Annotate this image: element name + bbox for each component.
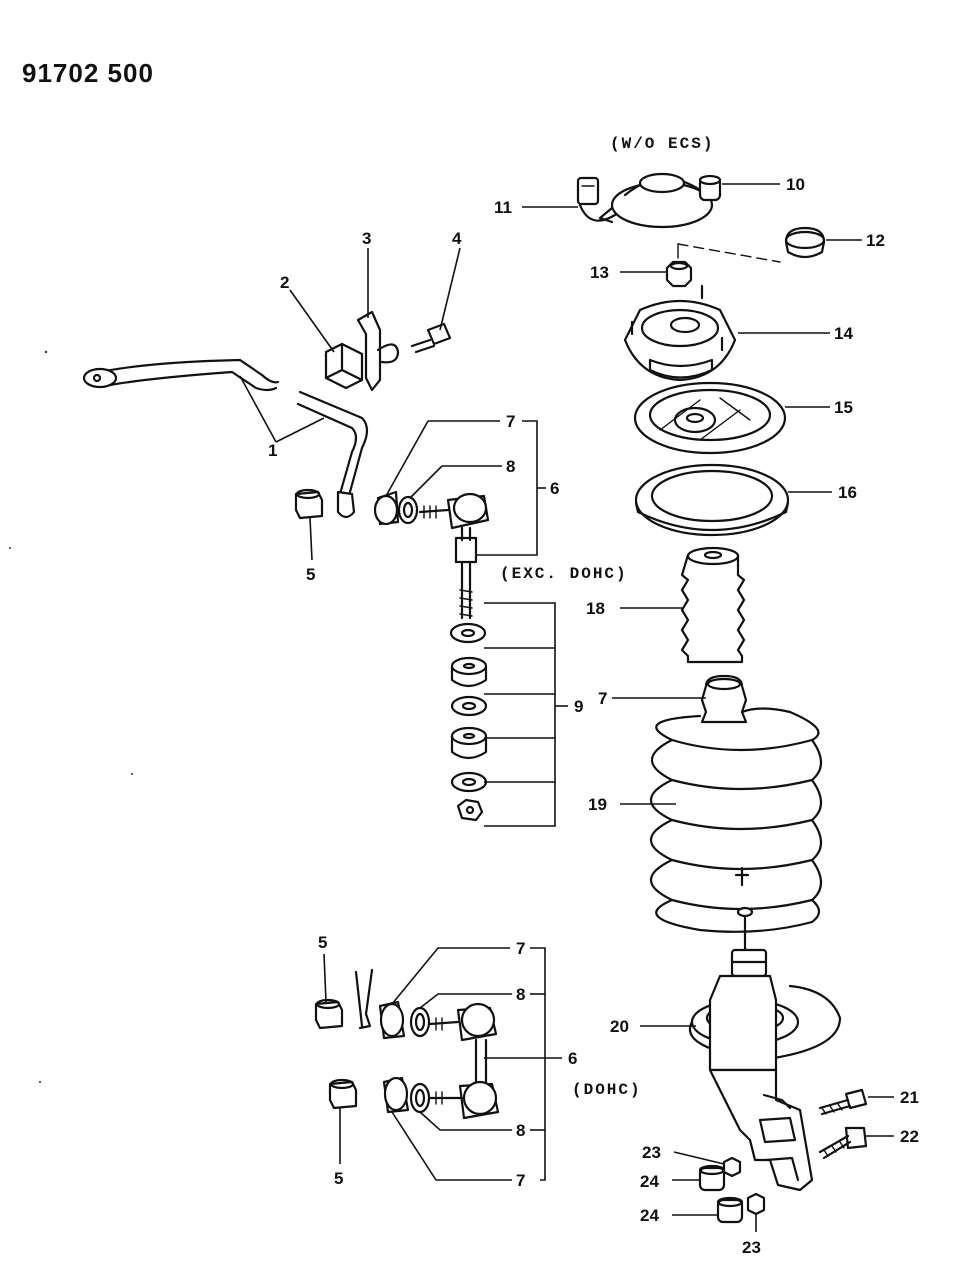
part-8-washer-upper <box>397 495 419 525</box>
callout-19: 19 <box>588 795 607 814</box>
callout-13: 13 <box>590 263 609 282</box>
part-5-nut-upper <box>294 488 324 520</box>
part-12-cap <box>784 226 826 259</box>
callout-6-upper: 6 <box>550 479 559 498</box>
callout-11: 11 <box>494 198 512 217</box>
part-16-spring-pad <box>634 463 790 537</box>
part-23-nut-lower <box>746 1192 766 1216</box>
callout-24-upper: 24 <box>640 1172 659 1191</box>
part-24-nut-lower <box>716 1196 744 1224</box>
part-22-bolt <box>818 1126 868 1160</box>
part-7-bump-stop <box>700 674 748 724</box>
callout-1: 1 <box>268 441 277 460</box>
caption-exc-dohc: (EXC. DOHC) <box>500 565 628 583</box>
callout-5-upper: 5 <box>306 565 315 584</box>
part-6-link-upper <box>418 492 490 620</box>
part-5-nut-lower <box>328 1078 358 1110</box>
callout-8-upper: 8 <box>506 457 515 476</box>
part-13-nut <box>665 260 693 288</box>
callout-9: 9 <box>574 697 583 716</box>
ecs-connector <box>576 176 617 222</box>
part-8-washer-middle <box>409 1006 431 1038</box>
callout-6-lower: 6 <box>568 1049 577 1068</box>
part-5-nut-middle <box>314 998 344 1030</box>
part-4-bolt <box>410 322 452 354</box>
callout-20: 20 <box>610 1017 629 1036</box>
part-23-nut-upper <box>722 1156 742 1178</box>
part-14-strut-mount <box>623 284 737 382</box>
callout-23-upper: 23 <box>642 1143 661 1162</box>
callout-4: 4 <box>452 229 462 248</box>
callout-7-right: 7 <box>598 689 607 708</box>
part-8-washer-lower <box>409 1082 431 1114</box>
ecs-actuator-cap <box>598 172 714 229</box>
leader-lines <box>239 183 894 1232</box>
part-9-washer-1 <box>449 622 487 644</box>
callout-10: 10 <box>786 175 805 194</box>
caption-dohc: (DOHC) <box>572 1081 642 1099</box>
callout-21: 21 <box>900 1088 919 1107</box>
drawing-reference: 91702 500 <box>22 58 154 88</box>
part-18-bump-stop-boot <box>680 546 746 664</box>
part-2-bushing <box>324 342 364 390</box>
part-9-bushing-1 <box>450 656 488 688</box>
callout-24-lower: 24 <box>640 1206 659 1225</box>
callout-3: 3 <box>362 229 371 248</box>
part-20-strut <box>688 906 842 1192</box>
part-3-bracket <box>356 310 400 392</box>
part-7-bushing-upper <box>373 490 400 526</box>
callout-14: 14 <box>834 324 853 343</box>
callout-numbers: 10 11 12 13 14 15 16 18 7 19 20 21 22 23… <box>268 175 919 1257</box>
scan-specks <box>9 350 133 1083</box>
stabilizer-bar-end-dohc <box>354 968 374 1030</box>
part-9-washer-2 <box>450 695 488 717</box>
callout-8-lower: 8 <box>516 1121 525 1140</box>
callout-16: 16 <box>838 483 857 502</box>
part-1-stabilizer-bar <box>82 358 369 519</box>
part-9-washer-3 <box>450 771 488 793</box>
part-21-bolt <box>818 1088 868 1116</box>
part-7-bushing-lower <box>382 1076 410 1114</box>
callout-5-lower: 5 <box>334 1169 343 1188</box>
caption-wo-ecs: (W/O ECS) <box>610 135 714 153</box>
part-9-bushing-2 <box>450 726 488 760</box>
callout-18: 18 <box>586 599 605 618</box>
callout-5-middle: 5 <box>318 933 327 952</box>
callout-7-upper: 7 <box>506 412 515 431</box>
callout-7-lower: 7 <box>516 1171 525 1190</box>
callout-15: 15 <box>834 398 853 417</box>
callout-12: 12 <box>866 231 885 250</box>
part-19-coil-spring <box>650 707 823 933</box>
part-24-nut-upper <box>698 1164 726 1192</box>
callout-8-middle: 8 <box>516 985 525 1004</box>
callout-22: 22 <box>900 1127 919 1146</box>
part-7-bushing-middle <box>378 1000 406 1040</box>
callout-23-lower: 23 <box>742 1238 761 1257</box>
callout-2: 2 <box>280 273 289 292</box>
callout-7-middle: 7 <box>516 939 525 958</box>
part-10-nut <box>698 174 722 202</box>
part-9-nut <box>456 798 484 822</box>
part-6-link-dohc <box>428 1002 500 1120</box>
part-15-spring-seat <box>633 381 787 455</box>
